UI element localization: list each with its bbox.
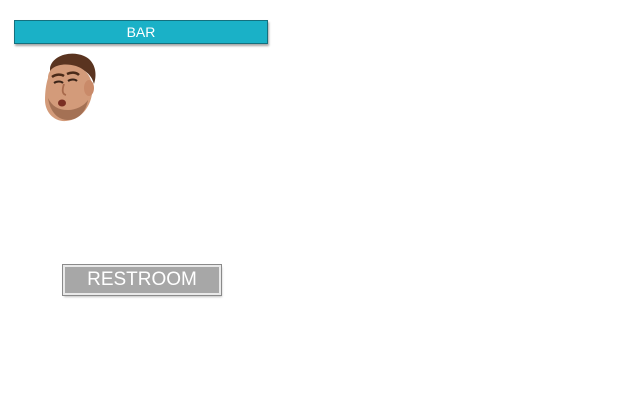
restroom-button[interactable]: RESTROOM bbox=[62, 264, 222, 296]
face-avatar-svg bbox=[45, 53, 96, 122]
bar-button[interactable]: BAR bbox=[14, 20, 268, 44]
face-avatar-icon[interactable] bbox=[40, 50, 100, 124]
restroom-button-label: RESTROOM bbox=[87, 269, 197, 290]
bar-button-label: BAR bbox=[126, 24, 156, 40]
